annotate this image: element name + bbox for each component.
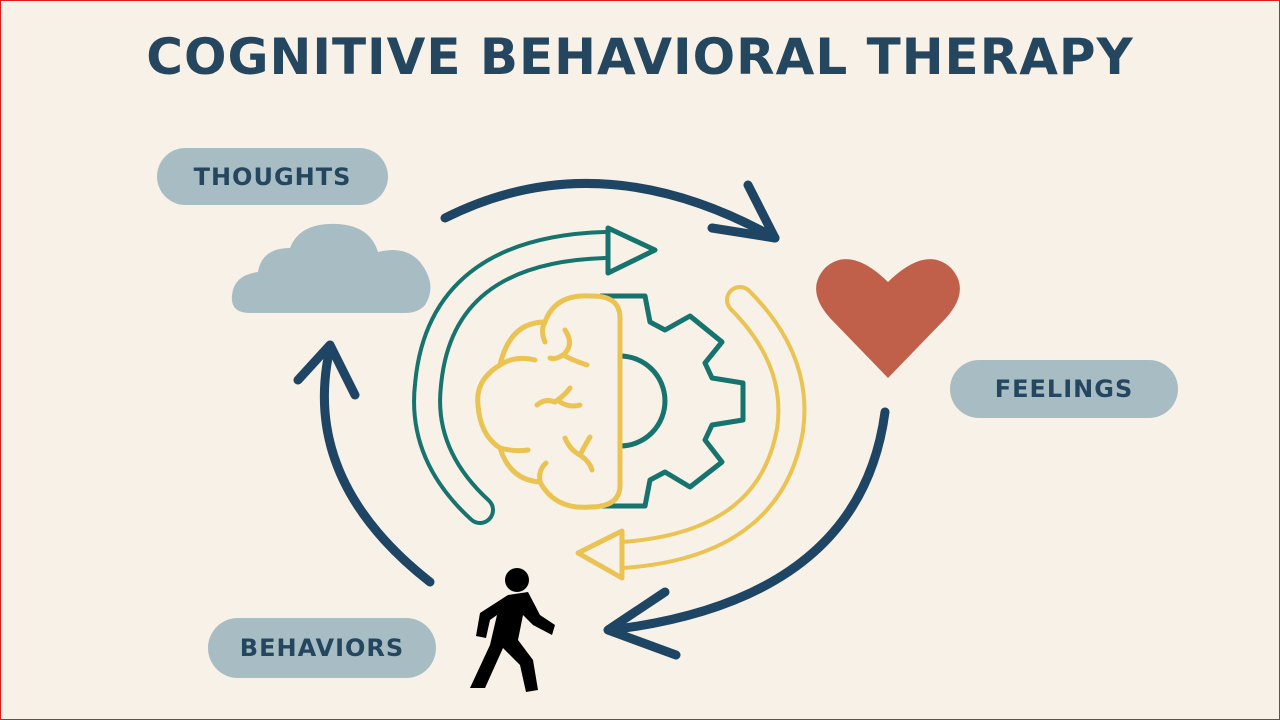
arrow-behaviors-to-thoughts	[319, 343, 435, 587]
gear-hub-icon	[619, 353, 668, 449]
arrow-feelings-to-behaviors	[605, 407, 890, 635]
gear-icon	[600, 293, 746, 509]
behaviors-label: BEHAVIORS	[208, 618, 436, 678]
walking-person-icon	[470, 568, 555, 692]
arrowhead-behaviors-icon	[603, 587, 681, 660]
page-title: COGNITIVE BEHAVIORAL THERAPY	[146, 28, 1134, 86]
arrow-thoughts-to-feelings	[440, 179, 780, 243]
yellow-cycle-arrow-icon	[575, 285, 807, 581]
thoughts-label: THOUGHTS	[157, 148, 388, 205]
arrowhead-feelings-icon	[707, 180, 780, 243]
feelings-label: FEELINGS	[950, 360, 1178, 418]
brain-icon	[475, 293, 623, 510]
teal-cycle-arrow-icon	[412, 225, 658, 525]
cloud-icon	[231, 223, 431, 313]
arrowhead-thoughts-icon	[293, 340, 360, 400]
heart-icon	[816, 259, 960, 378]
